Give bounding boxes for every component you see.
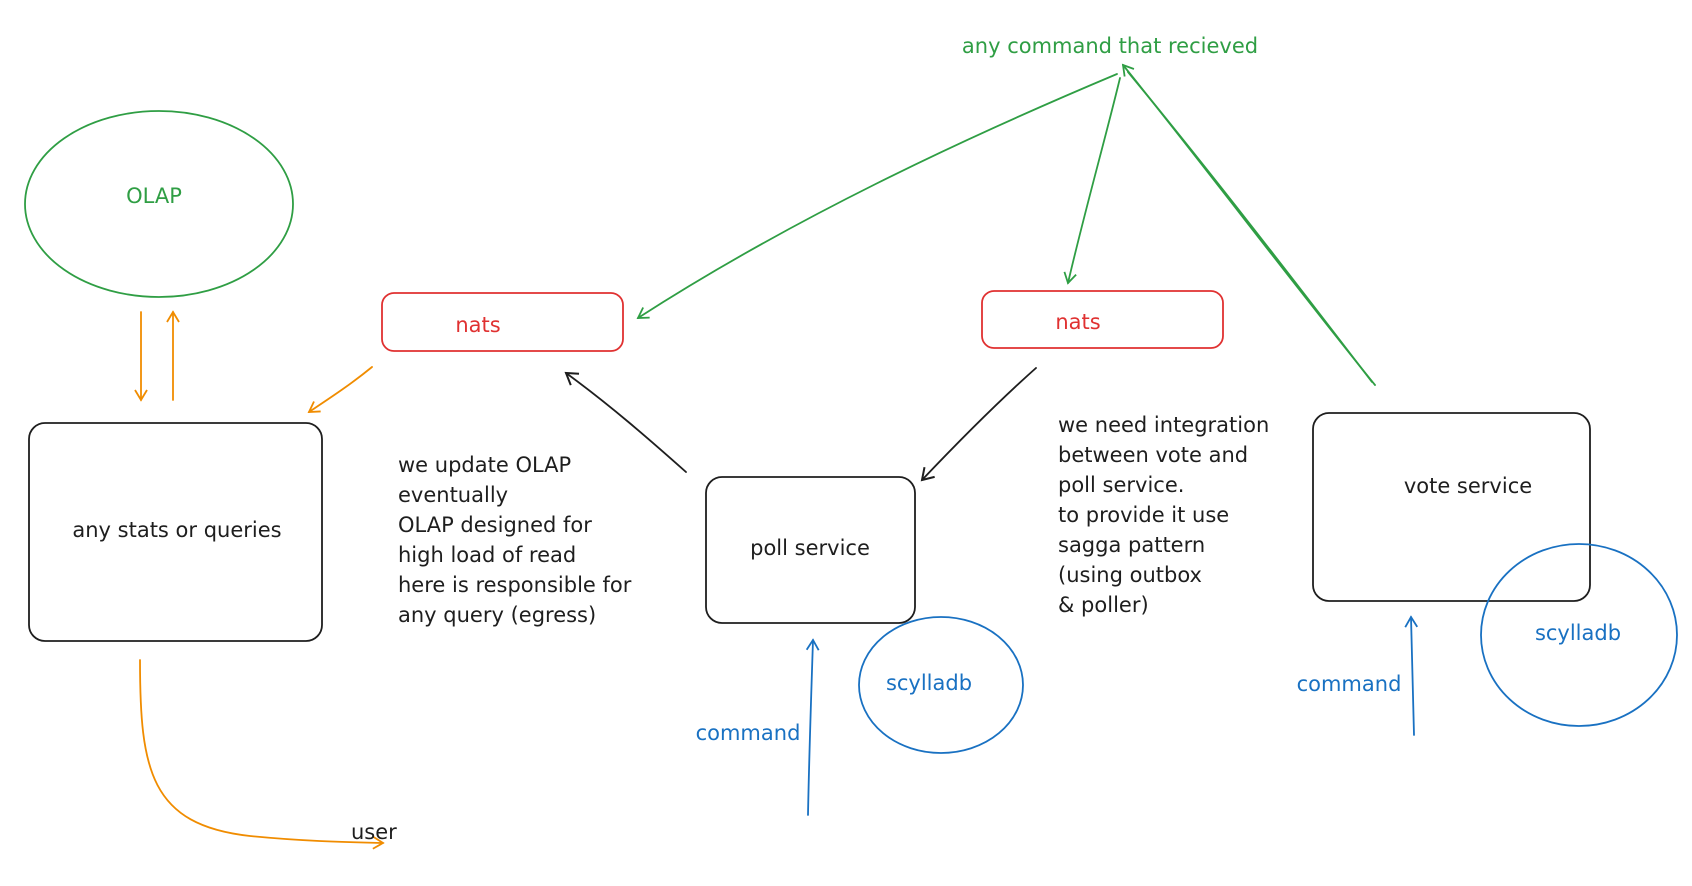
olap-note-line-1: we update OLAP — [398, 453, 571, 477]
integration-note-line-6: (using outbox — [1058, 563, 1202, 587]
user-label: user — [351, 820, 397, 844]
nats-right-label: nats — [1055, 310, 1100, 334]
integration-note-line-1: we need integration — [1058, 413, 1269, 437]
command-poll-label: command — [696, 721, 801, 745]
command-vote-label: command — [1297, 672, 1402, 696]
scylladb-vote-label: scylladb — [1535, 621, 1621, 645]
integration-note-line-4: to provide it use — [1058, 503, 1229, 527]
olap-label: OLAP — [126, 184, 182, 208]
arrow-command-to-poll — [805, 638, 820, 816]
scylladb-vote-circle — [1480, 543, 1678, 727]
olap-note-line-5: here is responsible for — [398, 573, 632, 597]
vote-service-box — [1312, 412, 1591, 602]
olap-ellipse — [24, 110, 294, 298]
integration-note: we need integration between vote and pol… — [1058, 413, 1276, 617]
scylladb-poll-circle — [858, 616, 1024, 754]
scylladb-poll-label: scylladb — [886, 671, 972, 695]
integration-note-line-2: between vote and — [1058, 443, 1248, 467]
arrow-command-to-nats-left — [636, 73, 1118, 319]
poll-service-label: poll service — [750, 536, 870, 560]
olap-note-line-3: OLAP designed for — [398, 513, 592, 537]
nats-left-label: nats — [455, 313, 500, 337]
olap-note-line-2: eventually — [398, 483, 508, 507]
arrow-nats-to-stats — [307, 366, 373, 413]
stats-label: any stats or queries — [72, 518, 281, 542]
arrow-command-to-nats-right — [1063, 77, 1121, 285]
nats-left-box — [381, 292, 624, 352]
integration-note-line-3: poll service. — [1058, 473, 1184, 497]
arrow-poll-to-nats — [564, 371, 687, 473]
stats-box — [28, 422, 323, 642]
arrow-nats-to-poll — [920, 367, 1037, 482]
integration-note-line-5: sagga pattern — [1058, 533, 1205, 557]
olap-note-line-4: high load of read — [398, 543, 576, 567]
olap-note-line-6: any query (egress) — [398, 603, 596, 627]
nats-right-box — [981, 290, 1224, 349]
olap-note: we update OLAP eventually OLAP designed … — [398, 453, 638, 627]
arrow-vote-to-command-sketch — [1127, 71, 1373, 383]
arrow-stats-to-user — [139, 659, 385, 850]
poll-service-box — [705, 476, 916, 624]
arrow-command-to-vote — [1404, 615, 1418, 736]
any-command-label: any command that recieved — [962, 34, 1258, 58]
integration-note-line-7: & poller) — [1058, 593, 1149, 617]
vote-service-label: vote service — [1404, 474, 1532, 498]
